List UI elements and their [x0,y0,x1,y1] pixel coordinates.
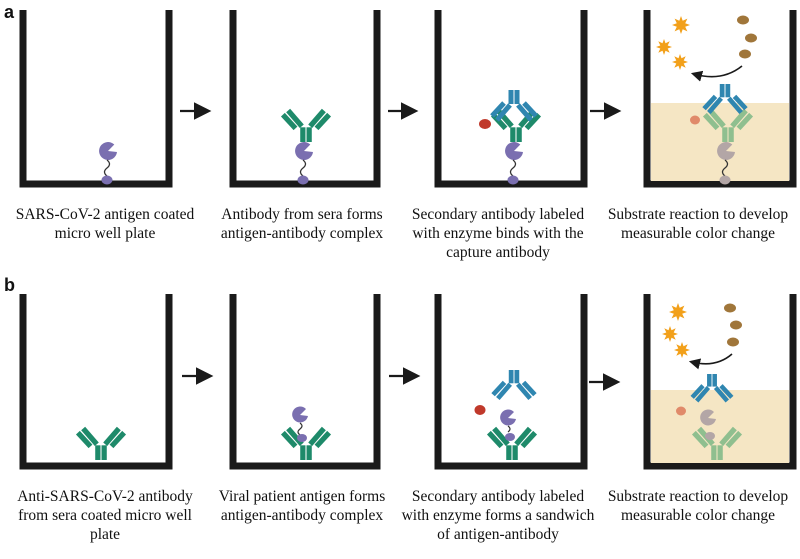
antigen-head [292,406,308,423]
panel-a-label: a [4,2,15,22]
well-outline [643,10,797,188]
well-a-1 [19,10,173,188]
well-b-3 [434,294,588,470]
well-b-4 [643,294,797,470]
enzyme-label [479,119,491,129]
well-b-2 [229,294,381,470]
antigen-foot [297,434,307,442]
caption-b-3: Secondary antibody labeled with enzyme f… [401,488,595,543]
substrate-molecule [724,303,736,313]
secondary-antibody [702,84,748,115]
caption-b-2: Viral patient antigen forms antigen-anti… [218,488,386,524]
well-a-3 [434,10,588,188]
antigen-linker [299,159,307,177]
substrate-molecule [739,49,751,59]
antigen-foot [101,175,113,185]
caption-a-1: SARS-CoV-2 antigen coated micro well pla… [15,206,195,242]
product-star [672,16,690,34]
substrate-solution [651,103,789,181]
antigen-linker [103,159,111,177]
antigen-foot [705,432,715,440]
antigen [505,142,523,185]
antigen-head [717,142,735,161]
antigen-foot [719,175,731,185]
substrate-molecule [727,337,739,347]
well-outline [643,294,797,470]
caption-a-3: Secondary antibody labeled with enzyme b… [411,206,585,261]
well-a-2 [229,10,381,188]
capture-antibody [486,426,538,460]
capture-antibody-coated [75,426,127,460]
antigen-head [500,409,516,426]
caption-a-4: Substrate reaction to develop measurable… [607,206,789,242]
antigen-head [99,142,117,161]
antigen-foot [297,175,309,185]
antigen-head [295,142,313,161]
caption-a-2: Antibody from sera forms antigen-antibod… [220,206,384,242]
enzyme-label [690,115,700,125]
reaction-arrow [690,65,743,82]
antigen-foot [507,175,519,185]
product-star [669,303,687,321]
antigen-foot [505,433,515,441]
antigen [500,409,516,441]
antigen [292,406,308,442]
capture-antibody-faded [702,108,754,142]
secondary-antibody [690,374,734,403]
substrate-molecule [737,15,749,25]
enzyme-label [676,406,686,416]
antigen [295,142,313,185]
well-outline [19,10,173,188]
well-outline [434,294,588,470]
panel-b-label: b [4,275,15,295]
antigen-head [505,142,523,161]
antigen-linker [297,422,303,436]
secondary-antibody [490,90,538,122]
substrate-molecule [745,33,757,43]
reaction-arrow [688,353,733,370]
product-star [662,326,678,342]
capture-antibody [280,108,332,142]
antigen-linker [507,425,511,433]
caption-b-4: Substrate reaction to develop measurable… [607,488,789,524]
antigen-linker [509,159,517,177]
well-outline [19,294,173,470]
antigen-linker [721,159,729,177]
antigen-faded [700,409,716,440]
enzyme-label [474,405,486,415]
well-b-1 [19,294,173,470]
antigen-coated [99,142,117,185]
product-star [656,39,672,55]
capture-antibody-faded [691,426,743,460]
antigen-head [700,409,716,426]
well-outline [229,294,381,470]
product-star [674,342,690,358]
capture-antibody [280,426,332,460]
product-star [672,54,688,70]
caption-b-1: Anti-SARS-CoV-2 antibody from sera coate… [17,488,193,543]
secondary-antibody [491,370,537,401]
antigen-faded [717,142,735,185]
well-a-4 [643,10,797,188]
substrate-molecule [730,320,742,330]
